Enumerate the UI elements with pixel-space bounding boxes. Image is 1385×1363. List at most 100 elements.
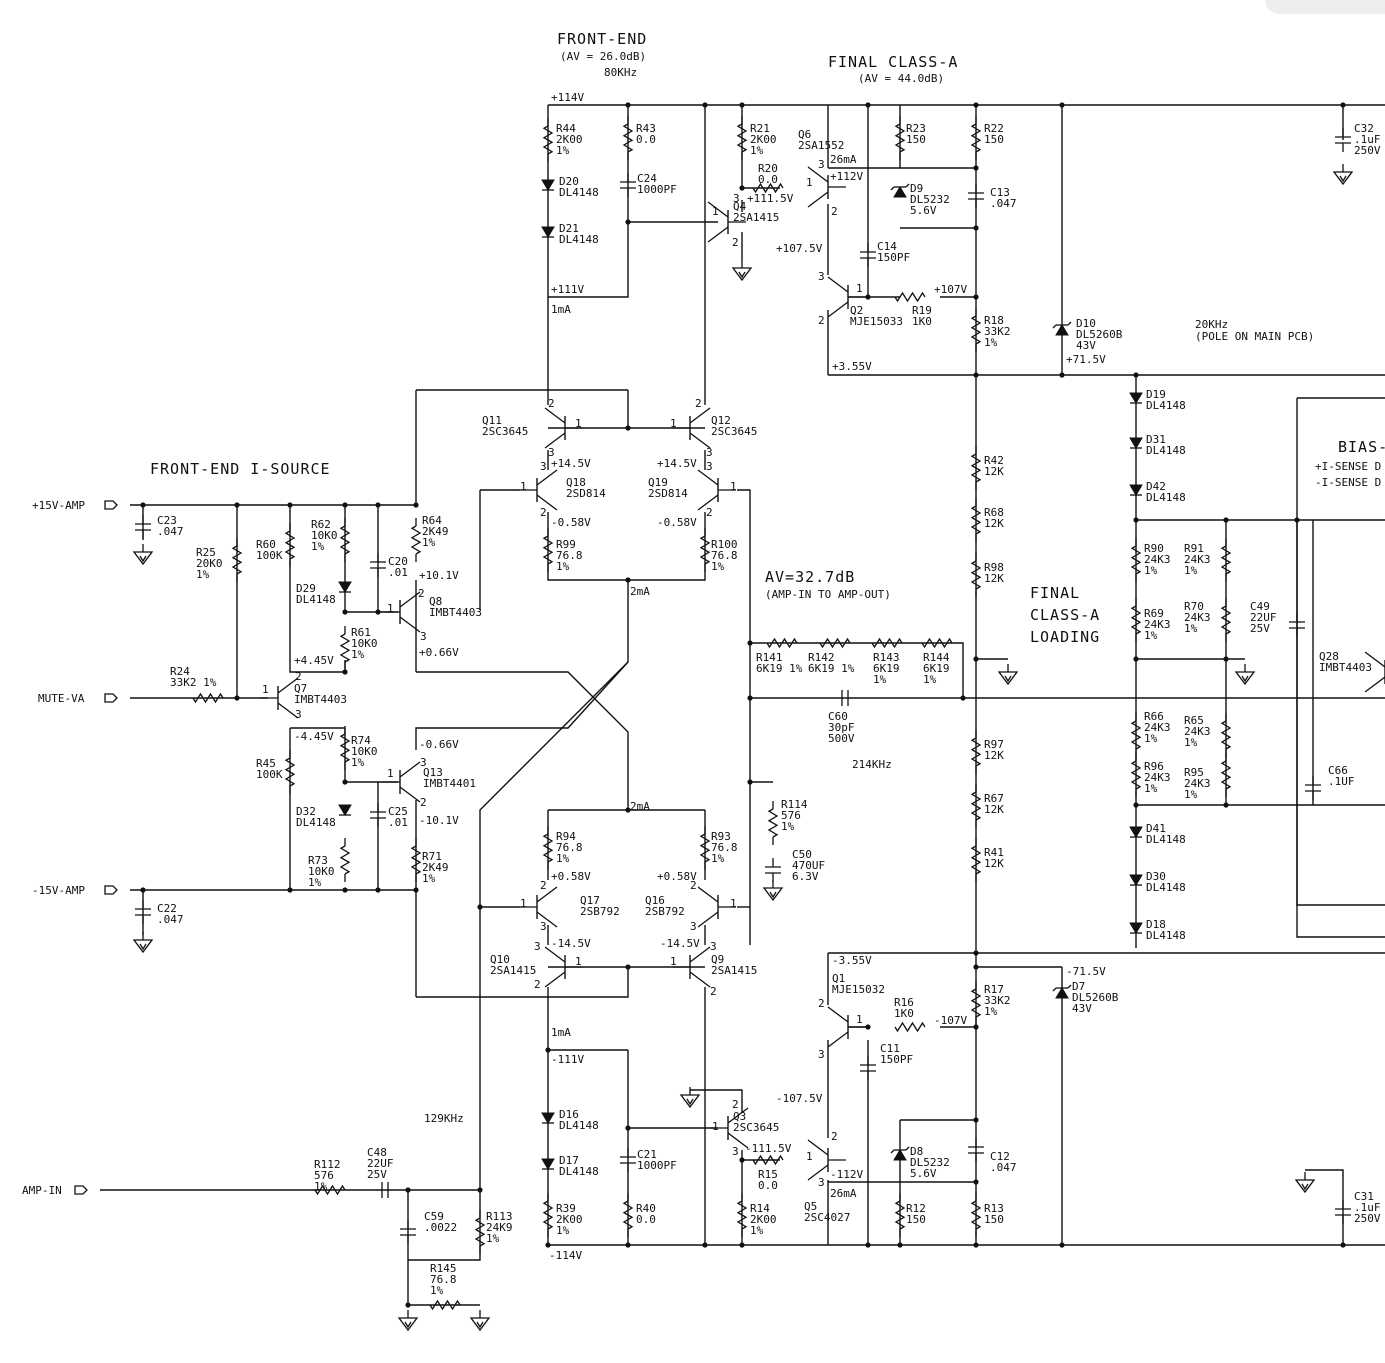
- resistor-r15: [752, 1154, 784, 1166]
- label-q5: Q5: [804, 1200, 817, 1213]
- label-r141-1: 6K19 1%: [756, 662, 803, 675]
- resistor-r95: [1220, 760, 1232, 790]
- i-1ma-top: 1mA: [551, 303, 571, 316]
- pin-label: 3: [534, 940, 541, 953]
- pin-label: 2: [695, 397, 702, 410]
- label-q10-1: 2SA1415: [490, 964, 536, 977]
- port-ampin-label: AMP-IN: [22, 1184, 62, 1197]
- pin-label: 1: [575, 955, 582, 968]
- label-r20-1: 0.0: [758, 173, 778, 186]
- label-q8: Q8: [429, 595, 442, 608]
- label-d41-1: DL4148: [1146, 833, 1186, 846]
- label-r90-1: 24K3: [1144, 553, 1171, 566]
- label-r98-1: 12K: [984, 572, 1004, 585]
- junction-dot: [477, 1187, 483, 1193]
- resistor-r14: [736, 1200, 748, 1230]
- label-r60: R60: [256, 538, 276, 551]
- label-q18-1: 2SD814: [566, 487, 606, 500]
- label-d29: D29: [296, 582, 316, 595]
- label-q11-1: 2SC3645: [482, 425, 528, 438]
- junction-dots: [140, 102, 1346, 1308]
- capacitor-c22: [135, 900, 151, 924]
- i-26ma-top: 26mA: [830, 153, 857, 166]
- junction-dot: [973, 950, 979, 956]
- label-q13: Q13: [423, 766, 443, 779]
- label-c13-1: .047: [990, 197, 1017, 210]
- diode-d20: [541, 179, 555, 191]
- resistor-r39: [542, 1200, 554, 1230]
- label-r40-1: 0.0: [636, 1213, 656, 1226]
- junction-dot: [973, 225, 979, 231]
- v-n107-5: -107.5V: [776, 1092, 823, 1105]
- v-n4-45: -4.45V: [294, 730, 334, 743]
- junction-dot: [625, 807, 631, 813]
- zener-d9: [893, 186, 907, 198]
- junction-dot: [973, 1117, 979, 1123]
- label-d31: D31: [1146, 433, 1166, 446]
- v-n111-5: -111.5V: [745, 1142, 792, 1155]
- resistor-r94: [542, 833, 554, 863]
- label-r66-2: 1%: [1144, 732, 1158, 745]
- label-r40: R40: [636, 1202, 656, 1215]
- pin-label: 3: [540, 920, 547, 933]
- resistor-r100: [699, 535, 711, 565]
- label-r21-2: 1%: [750, 144, 764, 157]
- gnd-c59: [397, 1310, 419, 1332]
- label-q13-1: IMBT4401: [423, 777, 476, 790]
- label-c21-1: 1000PF: [637, 1159, 677, 1172]
- v-n112: -112V: [830, 1168, 863, 1181]
- v-0-58-a: -0.58V: [551, 516, 591, 529]
- junction-dot: [405, 1187, 411, 1193]
- label-r100-2: 1%: [711, 560, 725, 573]
- pin-label: 1: [712, 1120, 719, 1133]
- label-r100: R100: [711, 538, 738, 551]
- label-r143: R143: [873, 651, 900, 664]
- label-c49-1: 22UF: [1250, 611, 1277, 624]
- label-r145: R145: [430, 1262, 457, 1275]
- pin-label: 1: [387, 602, 394, 615]
- v-107: +107V: [934, 283, 967, 296]
- label-c32: C32: [1354, 122, 1374, 135]
- label-r19-1: 1K0: [912, 315, 932, 328]
- label-r91: R91: [1184, 542, 1204, 555]
- label-r25-1: 20K0: [196, 557, 223, 570]
- label-d10-1: DL5260B: [1076, 328, 1123, 341]
- pin-label: 2: [706, 506, 713, 519]
- label-r93-1: 76.8: [711, 841, 738, 854]
- label-r96-2: 1%: [1144, 782, 1158, 795]
- label-c25-1: .01: [388, 816, 408, 829]
- label-d21-1: DL4148: [559, 233, 599, 246]
- resistor-r41: [970, 845, 982, 875]
- label-r112-2: 1%: [314, 1180, 328, 1193]
- junction-dot: [1133, 656, 1139, 662]
- label-r14-2: 1%: [750, 1224, 764, 1237]
- resistor-r24: [192, 692, 224, 704]
- pin-label: 1: [575, 417, 582, 430]
- port-mute-symbol: [104, 693, 118, 703]
- label-c50-1: 470UF: [792, 859, 825, 872]
- label-q12-1: 2SC3645: [711, 425, 757, 438]
- pin-label: 2: [534, 978, 541, 991]
- label-r65-2: 1%: [1184, 736, 1198, 749]
- junction-dot: [375, 609, 381, 615]
- pin-label: 1: [806, 1150, 813, 1163]
- label-r23-1: 150: [906, 133, 926, 146]
- label-r143-2: 1%: [873, 673, 887, 686]
- v-p0-58-b: +0.58V: [657, 870, 697, 883]
- pin-label: 2: [732, 236, 739, 249]
- pin-label: 3: [690, 920, 697, 933]
- label-r17: R17: [984, 983, 1004, 996]
- label-c21: C21: [637, 1148, 657, 1161]
- heading-bias: BIAS-: [1338, 438, 1385, 456]
- label-d10-2: 43V: [1076, 339, 1096, 352]
- label-r43-1: 0.0: [636, 133, 656, 146]
- label-r114: R114: [781, 798, 808, 811]
- label-r143-1: 6K19: [873, 662, 900, 675]
- label-r13: R13: [984, 1202, 1004, 1215]
- resistor-r67: [970, 791, 982, 821]
- label-r41: R41: [984, 846, 1004, 859]
- junction-dot: [1133, 372, 1139, 378]
- label-r94: R94: [556, 830, 576, 843]
- label-r91-1: 24K3: [1184, 553, 1211, 566]
- label-r74-2: 1%: [351, 756, 365, 769]
